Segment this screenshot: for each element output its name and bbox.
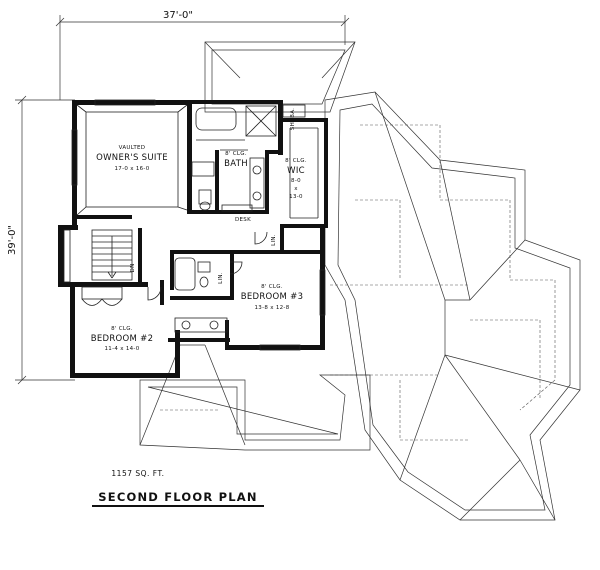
dimension-lines [15,15,350,385]
bath-name: BATH [224,159,248,169]
bedroom-2-note: 8' CLG. [111,326,133,332]
wic-name: WIC [287,166,305,176]
owners-suite-note: VAULTED [119,145,146,151]
interior-details [63,99,326,351]
bath-note: 8' CLG. [225,151,247,157]
bedroom-2-size: 11-4 x 14-0 [104,346,139,352]
shelf-label: SH./BA. [290,108,296,130]
wic-size-x: x [294,186,298,192]
roof-outline [139,41,581,521]
wic-size-2: 13-0 [289,194,303,200]
depth-dimension: 39'-0" [7,225,18,255]
width-dimension: 37'-0" [163,10,193,21]
wic-size-1: 8-0 [291,178,301,184]
owners-suite-size: 17-0 x 16-0 [114,166,149,172]
walls [58,100,328,378]
linen-label-2: LIN. [271,234,277,246]
bedroom-2-name: BEDROOM #2 [91,334,154,344]
area-label: 1157 SQ. FT. [111,469,164,478]
owners-suite-name: OWNER'S SUITE [96,153,168,163]
plan-title: SECOND FLOOR PLAN [98,490,257,504]
linen-label-1: LIN. [218,272,224,284]
bedroom-3-name: BEDROOM #3 [241,292,304,302]
wic-note: 8' CLG. [285,158,307,164]
staircase [91,229,133,281]
bedroom-3-size: 13-8 x 12-8 [254,305,289,311]
stair-down-label: DN [130,264,136,273]
bedroom-3-note: 8' CLG. [261,284,283,290]
desk-label: DESK [235,217,251,223]
plan-title-underline [92,505,264,507]
